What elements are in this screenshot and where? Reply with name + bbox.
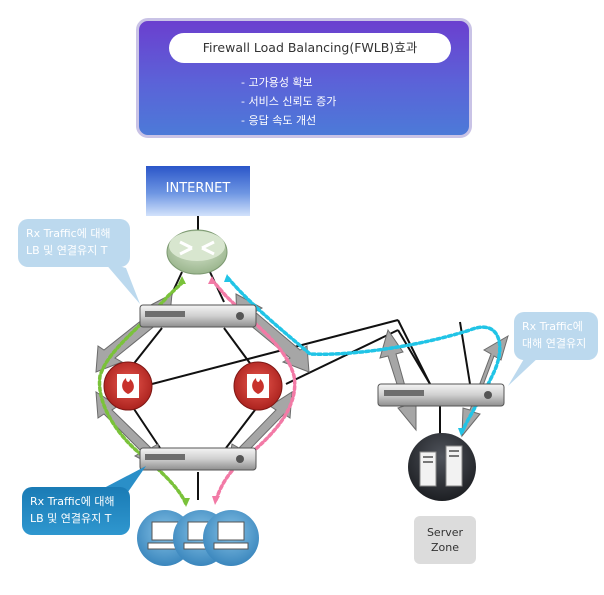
lb-fw-link <box>131 327 163 367</box>
callout-tail <box>104 466 146 492</box>
benefit-item: - 응답 속도 개선 <box>241 114 317 127</box>
lb-fw-link <box>223 327 253 367</box>
green-traffic-path <box>97 280 188 506</box>
load-balancer-icon <box>139 447 257 471</box>
callout-bottom-left: Rx Traffic에 대해 LB 및 연결유지 T <box>22 487 130 535</box>
server-zone-line: Zone <box>430 541 459 554</box>
pink-traffic-path <box>210 278 297 502</box>
callout-top-left: Rx Traffic에 대해 LB 및 연결유지 T <box>18 219 130 267</box>
fw-server-lb-link <box>397 329 431 385</box>
server-zone-label: Server Zone <box>414 516 476 564</box>
cyan-arrowhead-icon <box>224 274 232 282</box>
pink-arrowhead-icon <box>212 496 220 505</box>
client-pc-icon <box>203 510 259 566</box>
pink-arrowhead-icon <box>208 276 216 284</box>
callout-line: Rx Traffic에 대해 <box>26 227 111 240</box>
fw-server-lb-link <box>151 319 399 385</box>
load-balancer-icon <box>377 383 505 407</box>
callout-line: 대해 연결유지 <box>522 337 587 350</box>
green-arrowhead-icon <box>182 498 190 507</box>
fw-lb-link <box>225 405 259 449</box>
internet-box: INTERNET <box>146 166 250 216</box>
client-pcs <box>137 510 259 566</box>
router-icon <box>166 229 228 275</box>
fw-server-lb-link <box>285 329 399 385</box>
cyan-arrowhead-icon <box>458 428 466 436</box>
callout-line: LB 및 연결유지 T <box>30 512 112 525</box>
load-balancer-icon <box>139 304 257 328</box>
green-arrowhead-icon <box>178 276 186 284</box>
effects-summary-box: Firewall Load Balancing(FWLB)효과 - 고가용성 확… <box>136 18 472 138</box>
summary-title: Firewall Load Balancing(FWLB)효과 <box>169 33 451 63</box>
firewall-icon <box>233 361 283 411</box>
benefit-list: - 고가용성 확보 - 서비스 신뢰도 증가 - 응답 속도 개선 <box>241 73 336 130</box>
callout-line: Rx Traffic에 <box>522 320 583 333</box>
benefit-item: - 서비스 신뢰도 증가 <box>241 95 337 108</box>
callout-line: LB 및 연결유지 T <box>26 244 108 257</box>
callout-tail <box>508 352 540 386</box>
callout-right: Rx Traffic에 대해 연결유지 <box>514 312 598 360</box>
fw-lb-link <box>131 405 161 449</box>
server-icon <box>408 433 476 501</box>
benefit-item: - 고가용성 확보 <box>241 76 313 89</box>
path-arrowheads <box>178 274 466 507</box>
callout-line: Rx Traffic에 대해 <box>30 495 115 508</box>
server-zone-line: Server <box>426 526 464 539</box>
firewall-icon <box>103 361 153 411</box>
callout-tail <box>104 262 140 304</box>
cyan-traffic-path <box>226 276 502 434</box>
